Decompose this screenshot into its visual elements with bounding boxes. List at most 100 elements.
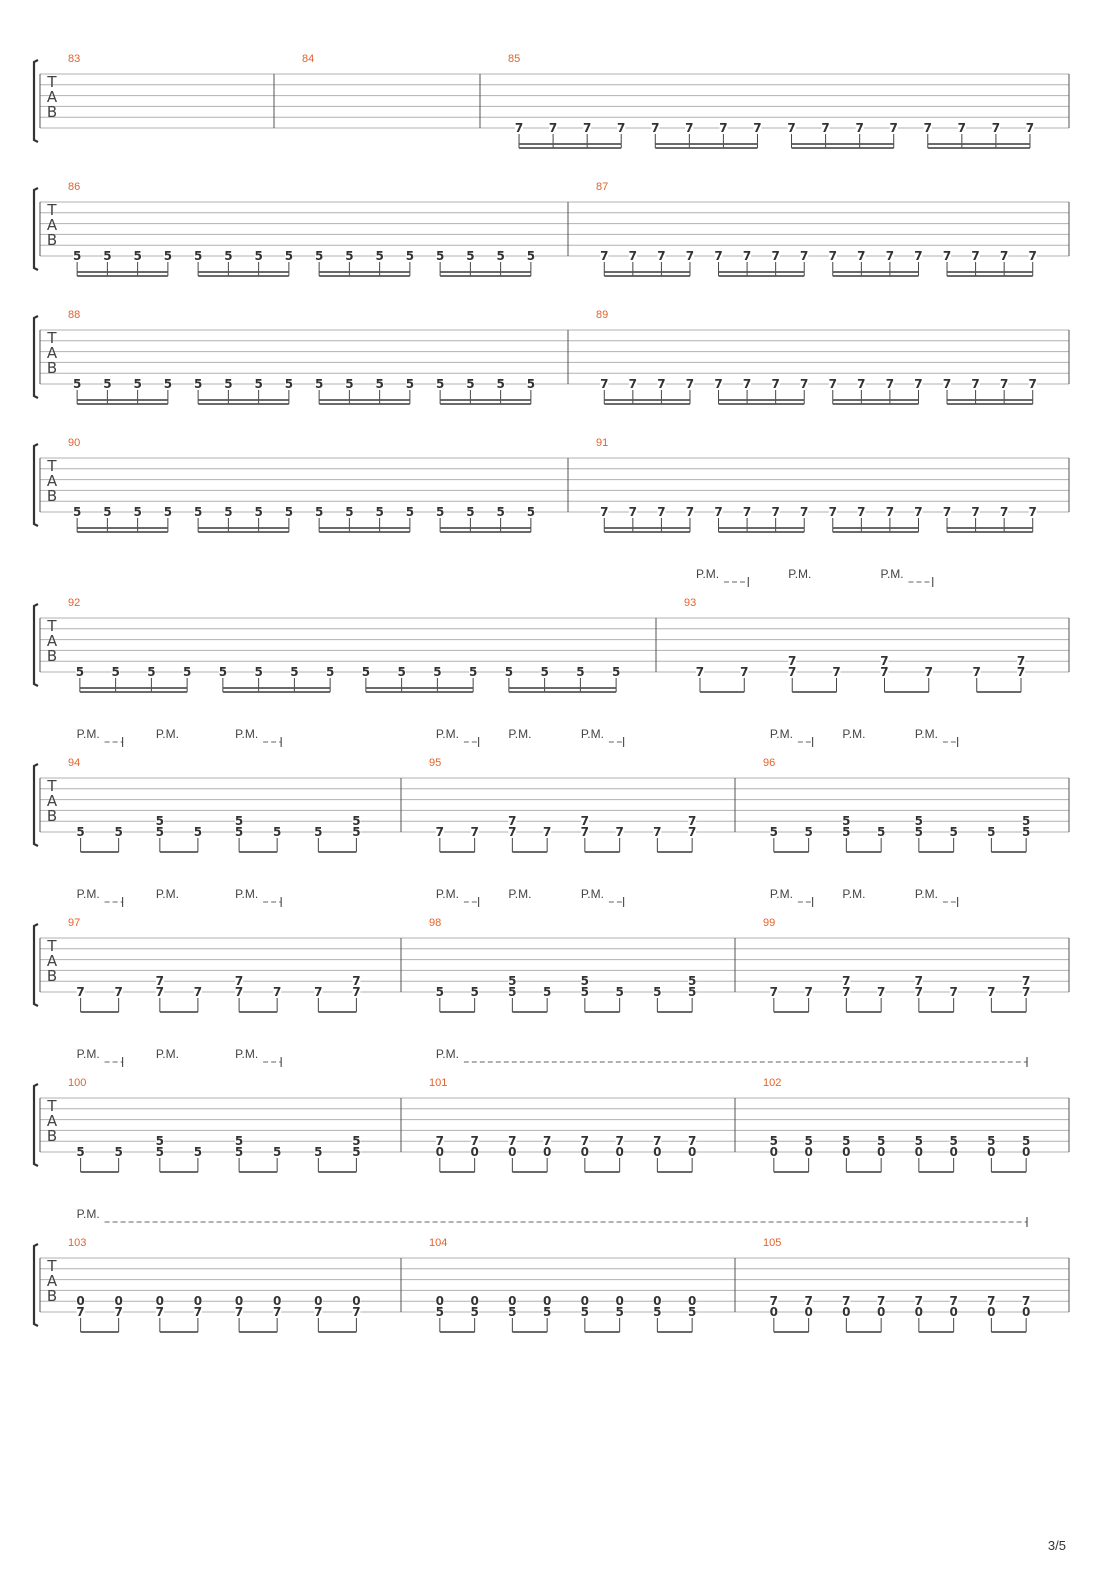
palm-mute-label: P.M. [581,727,604,741]
fret-number: 5 [235,814,243,828]
fret-backing [254,250,263,261]
fret-backing [345,378,354,389]
fret-number: 0 [1022,1145,1030,1159]
fret-backing [470,986,479,997]
palm-mute-label: P.M. [508,727,531,741]
fret-backing [615,986,624,997]
fret-number: 7 [76,1305,84,1319]
fret-number: 7 [800,249,808,263]
fret-backing [515,122,524,133]
fret-backing [1022,986,1031,997]
fret-number: 5 [156,1145,164,1159]
fret-number: 5 [133,505,141,519]
palm-mute-marking: P.M. [770,727,814,747]
fret-backing [147,666,156,677]
fret-backing [435,1306,444,1317]
fret-backing [987,1135,996,1147]
fret-backing [526,378,535,389]
fret-backing [987,1306,996,1317]
palm-mute-marking: P.M. [436,1047,1028,1067]
fret-backing [1000,506,1009,517]
fret-number: 7 [857,505,865,519]
fret-number: 0 [76,1294,84,1308]
fret-backing [314,826,323,837]
system-bracket [32,763,39,847]
fret-number: 5 [804,1134,812,1148]
fret-backing [1000,378,1009,389]
fret-backing [314,986,323,997]
fret-number: 7 [651,121,659,135]
fret-number: 5 [314,825,322,839]
fret-backing [688,975,697,987]
fret-number: 5 [877,1134,885,1148]
fret-number: 7 [958,121,966,135]
fret-backing [914,378,923,389]
fret-backing [685,378,694,389]
fret-backing [235,1306,244,1317]
system-bracket [32,603,39,687]
fret-backing [375,506,384,517]
fret-backing [352,1135,361,1147]
fret-backing [914,975,923,987]
measure-number: 88 [68,309,80,321]
fret-number: 5 [352,825,360,839]
fret-backing [114,986,123,997]
fret-backing [352,986,361,997]
fret-backing [769,1146,778,1157]
fret-number: 5 [496,505,504,519]
fret-backing [133,378,142,389]
fret-number: 7 [842,985,850,999]
palm-mute-label: P.M. [156,1047,179,1061]
fret-number: 0 [688,1294,696,1308]
fret-number: 5 [345,377,353,391]
fret-backing [1017,666,1026,677]
tab-clef-letter: B [47,807,57,825]
fret-backing [375,250,384,261]
palm-mute-marking: P.M. [77,1207,1028,1227]
fret-number: 7 [714,249,722,263]
fret-backing [405,250,414,261]
fret-number: 7 [1029,377,1037,391]
fret-backing [653,826,662,837]
fret-backing [842,986,851,997]
fret-number: 0 [235,1294,243,1308]
fret-backing [397,666,406,677]
fret-number: 5 [949,825,957,839]
fret-number: 7 [657,249,665,263]
fret-number: 0 [949,1145,957,1159]
fret-backing [695,666,704,677]
fret-backing [284,378,293,389]
palm-mute-label: P.M. [788,567,811,581]
tab-clef-letter: A [47,792,58,810]
fret-number: 5 [877,825,885,839]
fret-number: 5 [352,1145,360,1159]
system-bracket [32,1083,39,1167]
fret-number: 5 [397,665,405,679]
fret-number: 5 [581,974,589,988]
fret-number: 5 [406,249,414,263]
fret-number: 7 [743,377,751,391]
fret-number: 5 [576,665,584,679]
fret-backing [193,826,202,837]
fret-backing [885,250,894,261]
fret-backing [880,666,889,677]
fret-backing [436,506,445,517]
fret-number: 7 [688,814,696,828]
fret-backing [1022,826,1031,837]
fret-backing [580,986,589,997]
fret-backing [877,1295,886,1307]
fret-number: 7 [877,1294,885,1308]
